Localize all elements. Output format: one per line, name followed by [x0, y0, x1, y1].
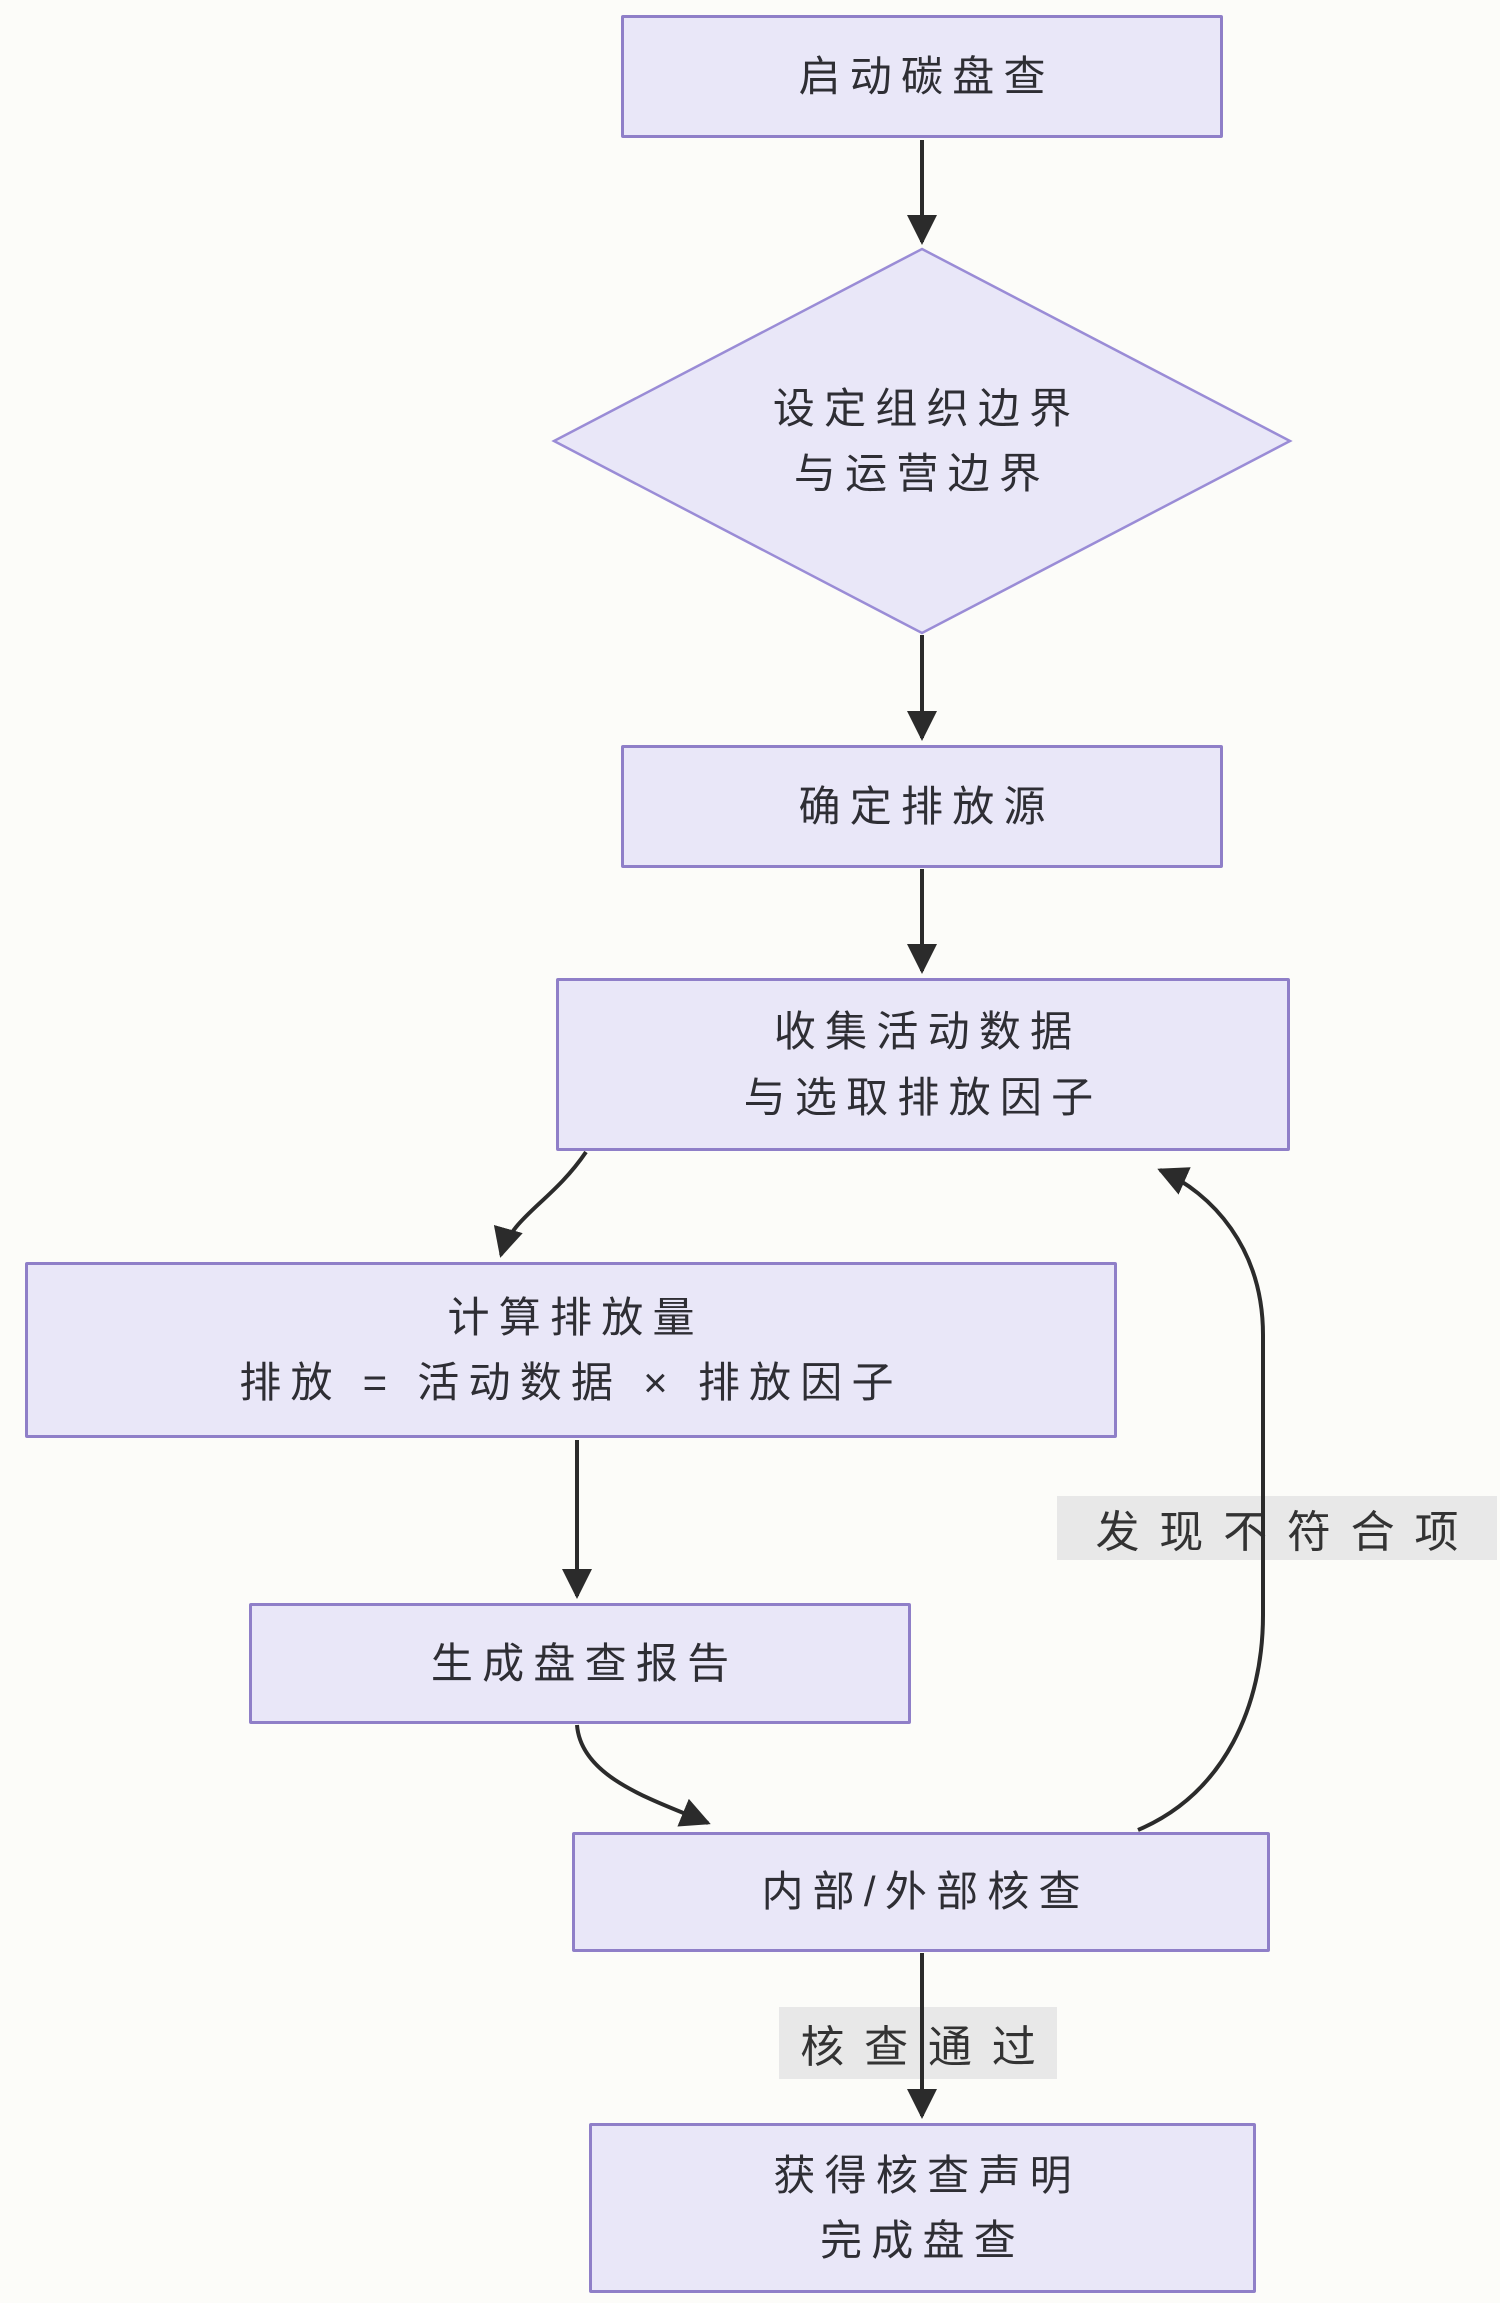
- edge-report-to-verify: [575, 1724, 711, 1827]
- node-collect-data: 收集活动数据 与选取排放因子: [556, 978, 1290, 1151]
- edge-collect-to-calculate: [493, 1150, 588, 1258]
- node-emission-sources-label: 确定排放源: [798, 782, 1055, 830]
- node-start: 启动碳盘查: [621, 15, 1223, 138]
- node-start-label: 启动碳盘查: [798, 52, 1055, 100]
- edge-label-verification-passed-text: 核查通过: [800, 2023, 1056, 2072]
- node-generate-report: 生成盘查报告: [249, 1603, 911, 1724]
- node-calculate-emissions-label: 计算排放量 排放 = 活动数据 × 排放因子: [239, 1293, 903, 1406]
- edge-label-nonconformance-text: 发现不符合项: [1095, 1508, 1479, 1557]
- node-boundary-decision-label: 设定组织边界 与运营边界: [772, 384, 1081, 497]
- node-generate-report-label: 生成盘查报告: [430, 1639, 739, 1687]
- node-final-statement-label: 获得核查声明 完成盘查: [773, 2151, 1081, 2264]
- decision-diamond-shape: [551, 247, 1293, 635]
- edge-verify-to-collect-loop: [1137, 1167, 1265, 1832]
- node-calculate-emissions: 计算排放量 排放 = 活动数据 × 排放因子: [25, 1262, 1117, 1438]
- node-emission-sources: 确定排放源: [621, 745, 1223, 868]
- edge-label-verification-passed: 核查通过: [779, 2007, 1057, 2079]
- node-verification-label: 内部/外部核查: [761, 1868, 1090, 1916]
- node-collect-data-label: 收集活动数据 与选取排放因子: [743, 1008, 1103, 1121]
- node-verification: 内部/外部核查: [572, 1832, 1270, 1952]
- node-final-statement: 获得核查声明 完成盘查: [589, 2123, 1256, 2293]
- node-boundary-decision: 设定组织边界 与运营边界: [622, 341, 1222, 541]
- edge-label-nonconformance: 发现不符合项: [1057, 1496, 1497, 1560]
